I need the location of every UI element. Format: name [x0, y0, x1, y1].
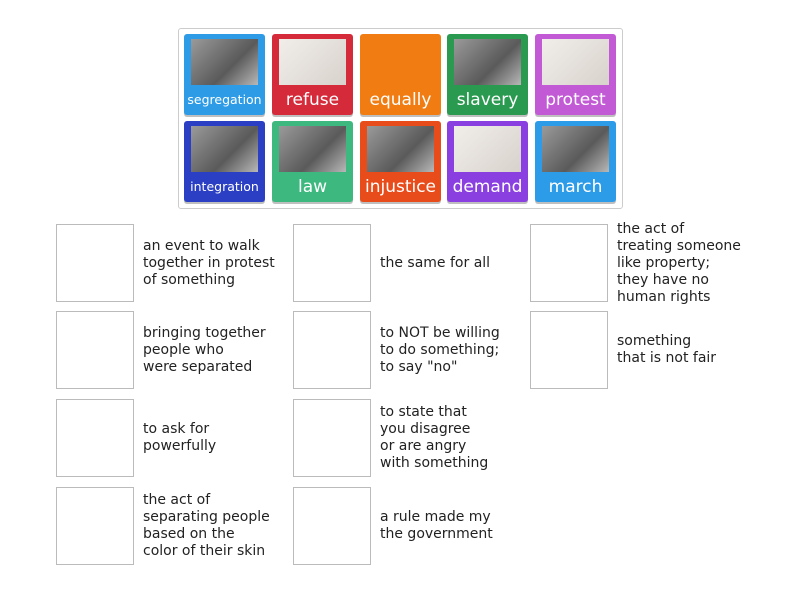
- tile-label: protest: [545, 90, 606, 110]
- word-tile-law[interactable]: law: [272, 121, 353, 202]
- drop-slot[interactable]: [293, 224, 371, 302]
- tile-label: law: [297, 177, 328, 197]
- drop-slot[interactable]: [293, 399, 371, 477]
- word-tile-injustice[interactable]: injustice: [360, 121, 441, 202]
- equally-image: [367, 39, 434, 85]
- tile-label: equally: [369, 90, 432, 110]
- word-tile-protest[interactable]: protest: [535, 34, 616, 115]
- definition-text: the act of treating someone like propert…: [617, 220, 741, 305]
- slavery-image: [454, 39, 521, 85]
- injustice-image: [367, 126, 434, 172]
- refuse-image: [279, 39, 346, 85]
- word-tile-integration[interactable]: integration: [184, 121, 265, 202]
- definition-text: bringing together people who were separa…: [143, 324, 266, 375]
- word-tile-slavery[interactable]: slavery: [447, 34, 528, 115]
- definition-text: to state that you disagree or are angry …: [380, 404, 489, 471]
- tile-label: segregation: [187, 92, 262, 107]
- drop-slot[interactable]: [56, 487, 134, 565]
- word-tile-march[interactable]: march: [535, 121, 616, 202]
- tile-label: refuse: [285, 90, 340, 110]
- definition-text: the act of separating people based on th…: [143, 492, 270, 559]
- law-image: [279, 126, 346, 172]
- definition-text: to ask for powerfully: [143, 421, 217, 454]
- tile-label: integration: [190, 179, 259, 194]
- word-tile-equally[interactable]: equally: [360, 34, 441, 115]
- drop-slot[interactable]: [56, 311, 134, 389]
- drop-slot[interactable]: [293, 311, 371, 389]
- tile-label: slavery: [456, 90, 519, 110]
- definition-text: an event to walk together in protest of …: [143, 237, 275, 288]
- drop-slot[interactable]: [56, 224, 134, 302]
- march-image: [542, 126, 609, 172]
- drop-slot[interactable]: [293, 487, 371, 565]
- definition-text: something that is not fair: [617, 333, 717, 366]
- word-tile-refuse[interactable]: refuse: [272, 34, 353, 115]
- definition-text: to NOT be willing to do something; to sa…: [380, 324, 500, 375]
- demand-image: [454, 126, 521, 172]
- tile-label: injustice: [364, 177, 437, 197]
- tile-label: demand: [452, 177, 523, 197]
- drop-slot[interactable]: [530, 311, 608, 389]
- definition-text: a rule made my the government: [380, 509, 493, 542]
- definition-text: the same for all: [380, 254, 491, 271]
- tile-label: march: [548, 177, 603, 197]
- segregation-image: [191, 39, 258, 85]
- integration-image: [191, 126, 258, 172]
- word-tile-demand[interactable]: demand: [447, 121, 528, 202]
- protest-image: [542, 39, 609, 85]
- drop-slot[interactable]: [530, 224, 608, 302]
- drop-slot[interactable]: [56, 399, 134, 477]
- word-tile-segregation[interactable]: segregation: [184, 34, 265, 115]
